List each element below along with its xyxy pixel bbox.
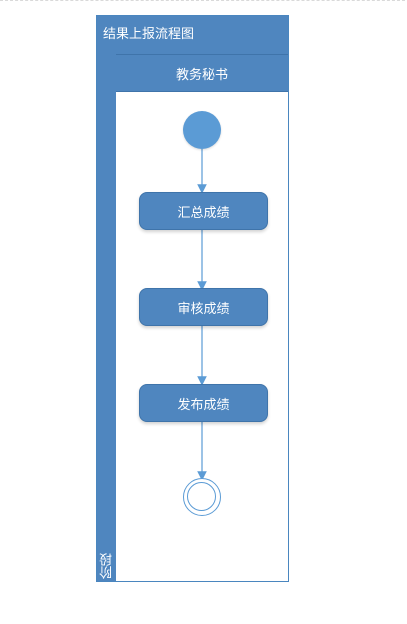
lane-header: 教务秘书: [116, 54, 288, 92]
phase-bar: 阶段: [97, 54, 116, 581]
canvas-top-border: [0, 0, 405, 4]
activity-review-grades[interactable]: 审核成绩: [139, 288, 268, 326]
end-node[interactable]: [183, 478, 221, 516]
activity-collect-grades[interactable]: 汇总成绩: [139, 192, 268, 230]
start-node[interactable]: [183, 111, 221, 149]
pool-title: 结果上报流程图: [97, 16, 288, 54]
phase-label: 阶段: [100, 553, 115, 579]
activity-publish-grades[interactable]: 发布成绩: [139, 384, 268, 422]
